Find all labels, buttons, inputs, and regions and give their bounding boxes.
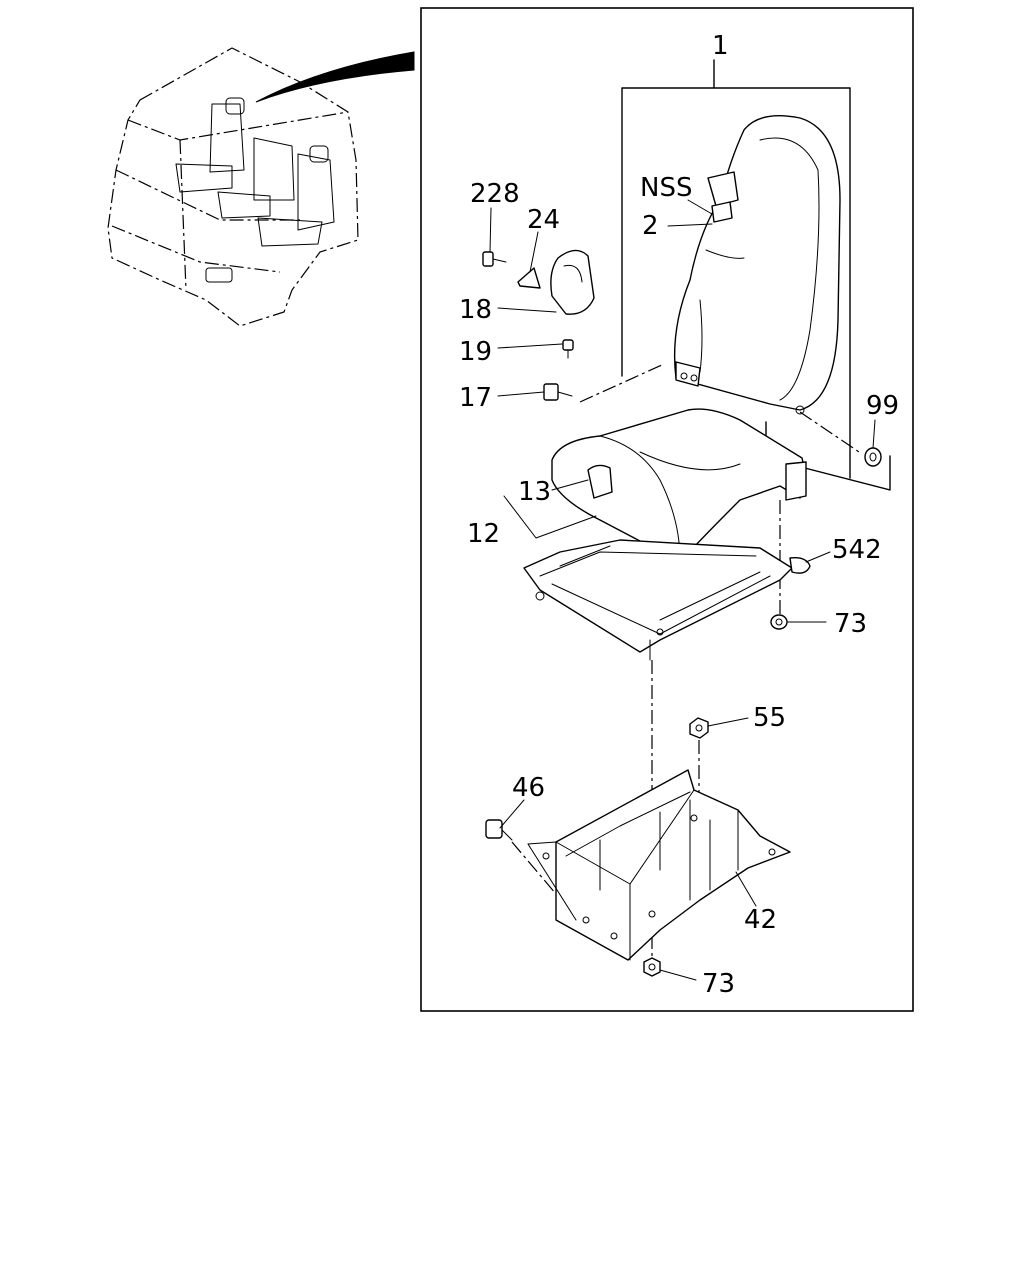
callout-2: 2 bbox=[642, 211, 659, 241]
callout-1: 1 bbox=[712, 31, 729, 61]
bolt-46-part bbox=[485, 819, 513, 841]
cover-18-part bbox=[550, 249, 595, 315]
callout-55: 55 bbox=[753, 703, 786, 733]
screw-19-part bbox=[562, 339, 574, 359]
seat-back-part bbox=[673, 115, 841, 415]
nut-73-upper-part bbox=[770, 614, 788, 630]
callout-228: 228 bbox=[470, 179, 520, 209]
bolt-17-part bbox=[543, 383, 573, 401]
callout-17: 17 bbox=[459, 383, 492, 413]
callout-19: 19 bbox=[459, 337, 492, 367]
seat-back-group-bracket bbox=[621, 59, 851, 479]
callout-12: 12 bbox=[467, 519, 500, 549]
nut-73-lower-part bbox=[643, 957, 661, 977]
callout-42: 42 bbox=[744, 905, 777, 935]
washer-99-part bbox=[864, 447, 882, 467]
cab-overview-illustration bbox=[107, 47, 415, 327]
leader-lines bbox=[489, 199, 876, 981]
callout-542: 542 bbox=[832, 535, 882, 565]
callout-46: 46 bbox=[512, 773, 545, 803]
callout-73-lower: 73 bbox=[702, 969, 735, 999]
bolt-228-part bbox=[482, 251, 507, 267]
callout-99: 99 bbox=[866, 391, 899, 421]
callout-13: 13 bbox=[518, 477, 551, 507]
callout-nss: NSS bbox=[640, 173, 692, 203]
seat-cushion-part bbox=[551, 408, 807, 563]
callout-18: 18 bbox=[459, 295, 492, 325]
seat-base-riser-part bbox=[527, 769, 791, 961]
diagram-frame bbox=[420, 7, 914, 1012]
callout-73-upper: 73 bbox=[834, 609, 867, 639]
seat-slide-rail-part bbox=[523, 539, 811, 661]
callout-24: 24 bbox=[527, 205, 560, 235]
plate-24-part bbox=[517, 267, 541, 289]
nut-55-part bbox=[689, 717, 709, 739]
